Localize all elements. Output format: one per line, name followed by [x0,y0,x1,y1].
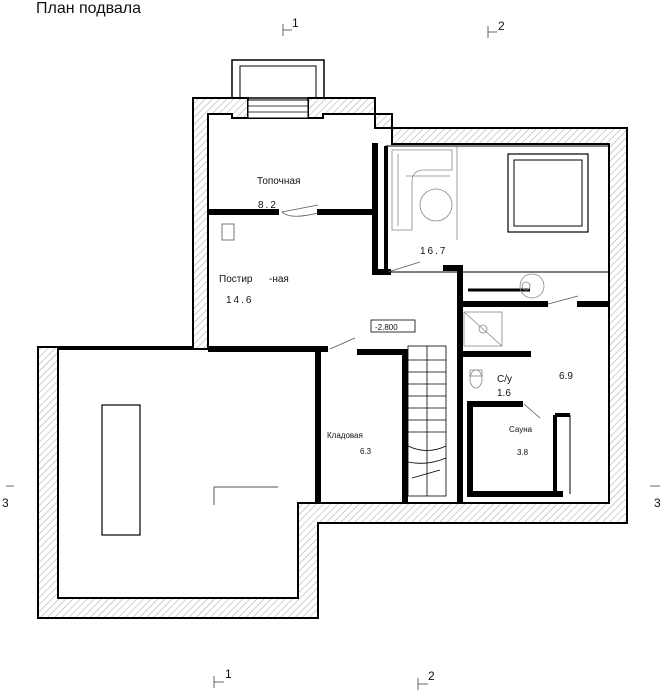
section-markers [6,24,660,690]
lounge-furniture [391,149,589,233]
room-storage-name: Кладовая [327,431,363,440]
section-mark-top-2: 2 [498,19,505,33]
interior-walls [208,143,609,503]
room-wc-area: 1.6 [497,388,511,399]
room-storage-area: 6.3 [360,447,372,456]
room-sauna-name: Сауна [509,425,533,434]
room-boiler-area: 8.2 [258,200,278,211]
section-mark-top-1: 1 [292,16,299,30]
room-laundry-name-1: Постир [219,274,253,285]
garage-furniture [101,404,278,536]
room-lounge-area: 16.7 [420,246,447,257]
section-mark-left-3: 3 [2,496,9,510]
room-boiler-name: Топочная [257,176,300,187]
room-laundry-area: 14.6 [226,295,253,306]
level-mark: -2.800 [375,323,398,332]
room-wc-name: С/у [497,374,512,385]
exterior-walls [37,97,628,619]
room-shower-area: 6.9 [559,371,573,382]
bath-fixtures [463,273,545,389]
plan-title: План подвала [36,0,141,17]
section-mark-bottom-1: 1 [225,667,232,681]
level-mark-box [370,319,416,333]
room-laundry-name-2: -ная [269,274,289,285]
light-partitions [384,145,610,494]
doors [221,204,579,419]
window-bay [231,59,325,119]
section-mark-bottom-2: 2 [428,669,435,683]
room-sauna-area: 3.8 [517,448,529,457]
section-mark-right-3: 3 [654,496,661,510]
staircase [407,345,447,497]
